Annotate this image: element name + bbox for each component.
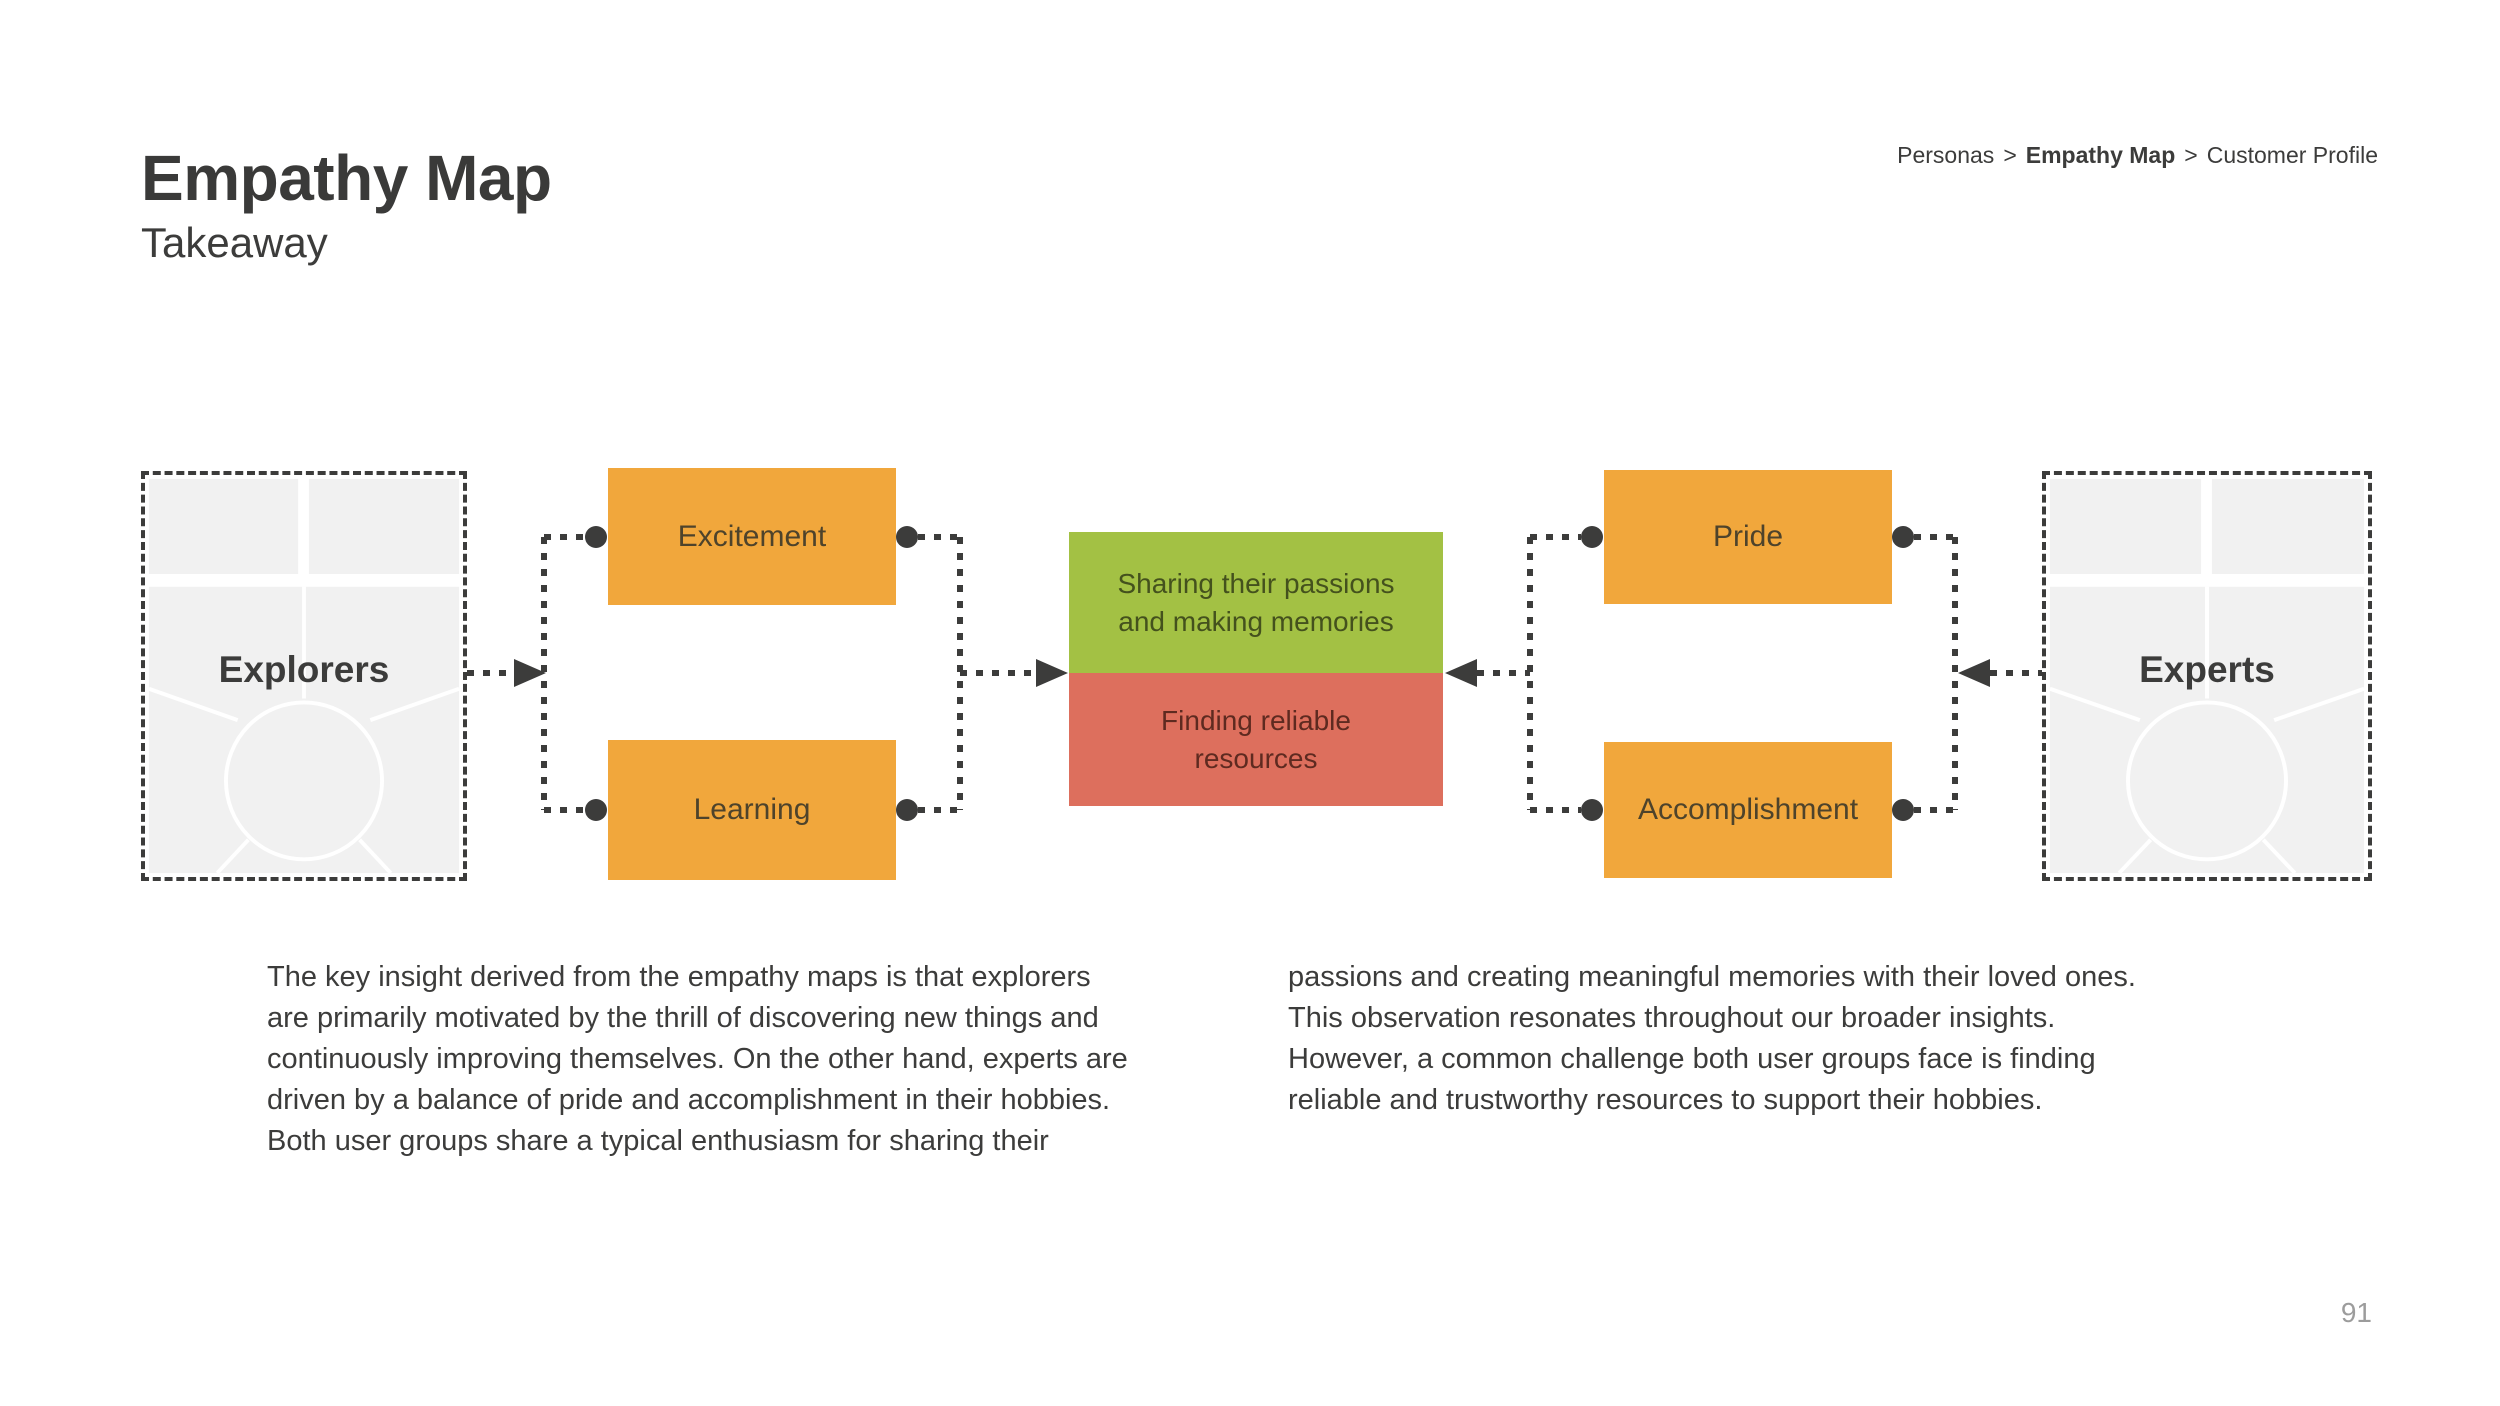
- connector-explorers-arrow: [467, 659, 546, 687]
- motivation-box-accomplishment: Accomplishment: [1604, 742, 1892, 878]
- body-text-left: The key insight derived from the empathy…: [267, 961, 1128, 1157]
- empathy-map-ghost-icon: [148, 478, 460, 875]
- breadcrumb-item-empathy-map: Empathy Map: [2025, 142, 2176, 168]
- ghost-quadrants: [148, 478, 460, 874]
- arrow-left-icon: [1445, 659, 1477, 687]
- connector-left-outer-bracket: [896, 526, 1068, 821]
- ghost-head: [224, 700, 384, 862]
- page-subtitle: Takeaway: [141, 219, 328, 266]
- persona-box-explorers: Explorers: [141, 471, 467, 881]
- connector-dot: [896, 526, 918, 548]
- ghost-head: [2126, 700, 2288, 862]
- connector-right-inner-bracket: [1445, 526, 1603, 821]
- persona-box-experts: Experts: [2042, 471, 2372, 881]
- persona-label-experts: Experts: [2139, 649, 2275, 690]
- breadcrumb-separator: >: [2003, 142, 2017, 168]
- connector-dot: [896, 799, 918, 821]
- breadcrumb-item-personas: Personas: [1897, 142, 1995, 168]
- connector-left-inner-bracket: [541, 526, 607, 821]
- breadcrumb-item-customer-profile: Customer Profile: [2206, 142, 2378, 168]
- persona-label-explorers: Explorers: [218, 649, 390, 690]
- motivation-label-accomplishment: Accomplishment: [1637, 793, 1859, 826]
- connector-dot: [585, 526, 607, 548]
- motivation-label-learning: Learning: [693, 793, 811, 826]
- motivation-box-pride: Pride: [1604, 470, 1892, 604]
- shared-challenge-label: Finding reliable resources: [1161, 704, 1351, 774]
- connector-dot: [1892, 526, 1914, 548]
- ghost-quadrants: [2049, 478, 2365, 874]
- page-number: 91: [2340, 1297, 2372, 1328]
- title-block: Empathy Map Takeaway: [141, 146, 552, 264]
- connector-experts-arrow: [1892, 526, 2042, 821]
- connector-dot: [585, 799, 607, 821]
- breadcrumb-separator: >: [2184, 142, 2198, 168]
- shared-positive-box: Sharing their passions and making memori…: [1069, 532, 1443, 673]
- arrow-right-icon: [514, 659, 546, 687]
- motivation-label-excitement: Excitement: [677, 519, 827, 553]
- page-title: Empathy Map: [141, 142, 552, 214]
- shared-challenge-box: Finding reliable resources: [1069, 673, 1443, 806]
- body-text-right: passions and creating meaningful memorie…: [1288, 961, 2136, 1116]
- motivation-label-pride: Pride: [1712, 520, 1784, 553]
- motivation-box-learning: Learning: [608, 740, 896, 880]
- ghost-divider-lines: [2049, 586, 2365, 875]
- breadcrumb: Personas > Empathy Map > Customer Profile: [1897, 142, 2378, 169]
- connector-dot: [1581, 799, 1603, 821]
- connector-dot: [1892, 799, 1914, 821]
- connector-dot: [1581, 526, 1603, 548]
- ghost-divider-lines: [148, 586, 460, 875]
- shared-positive-label: Sharing their passions and making memori…: [1117, 567, 1395, 637]
- arrow-left-icon: [1958, 659, 1990, 687]
- motivation-box-excitement: Excitement: [608, 468, 896, 605]
- empathy-map-ghost-icon: [2049, 478, 2365, 875]
- arrow-right-icon: [1036, 659, 1068, 687]
